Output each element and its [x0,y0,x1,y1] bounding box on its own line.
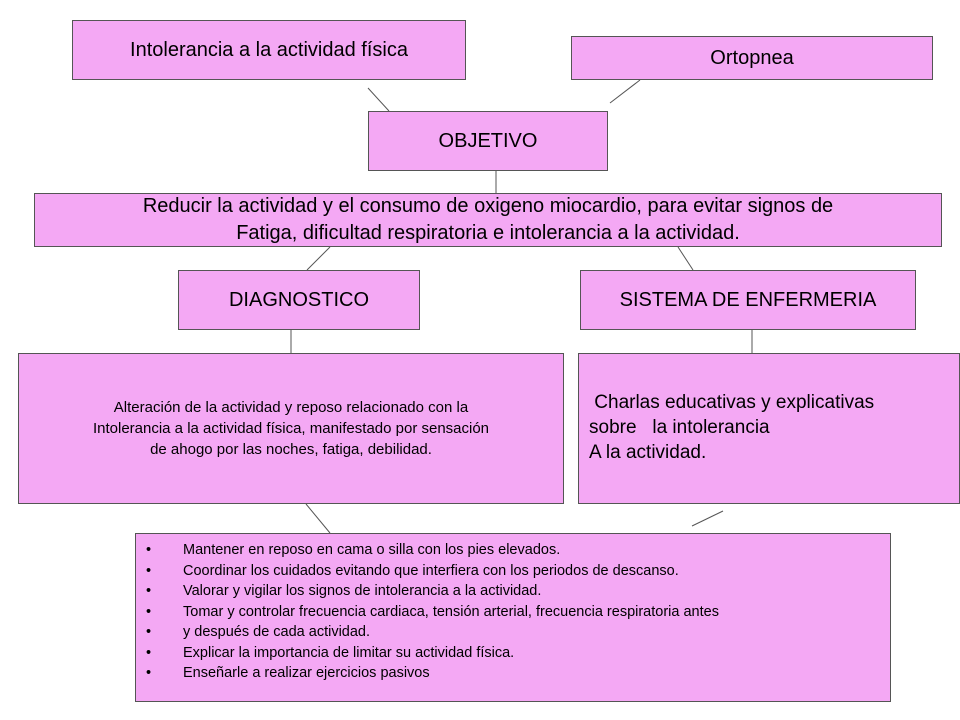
list-item: • Valorar y vigilar los signos de intoler… [136,581,719,602]
list-item-text: Explicar la importancia de limitar su ac… [183,644,515,661]
objetivo-label: OBJETIVO [438,129,538,152]
diagnostico-box: DIAGNOSTICO [178,270,420,330]
objetivo-text-box: Reducir la actividad y el consumo de oxi… [34,193,942,247]
intolerancia-label: Intolerancia a la actividad física [130,38,408,61]
diagnostico-text-box: Alteración de la actividad y reposo rela… [18,353,564,504]
sistema-text-line-1: Charlas educativas y explicativas [589,392,875,414]
bullet-icon: • [146,665,152,681]
bullet-icon: • [146,644,152,661]
connector-diagnostico-list [305,503,331,534]
bullet-icon: • [146,603,152,620]
list-item: • Explicar la importancia de limitar su a… [136,643,719,664]
diagnostico-text-line-2: Intolerancia a la actividad física, mani… [92,420,490,437]
connector-ortopnea-objetivo [609,79,641,104]
sistema-text-box: Charlas educativas y explicativas sobre … [578,353,960,504]
list-item: • Coordinar los cuidados evitando que int… [136,561,719,582]
connector-goal-diagnostico [306,246,331,271]
objetivo-box: OBJETIVO [368,111,608,171]
sistema-text-line-2: sobre la intolerancia [589,417,770,439]
connector-goal-sistema [677,246,694,271]
list-item-text: Tomar y controlar frecuencia cardiaca, t… [183,603,719,620]
interventions-box: • Mantener en reposo en cama o silla con … [135,533,891,702]
connector-intolerancia-objetivo [367,87,390,112]
sistema-text-line-3: A la actividad. [589,441,707,463]
sistema-label: SISTEMA DE ENFERMERIA [619,288,877,311]
list-item-text: y después de cada actividad. [183,624,371,640]
diagnostico-text-line-1: Alteración de la actividad y reposo rela… [113,399,469,416]
diagnostico-text-line-3: de ahogo por las noches, fatiga, debilid… [150,441,432,458]
interventions-list: • Mantener en reposo en cama o silla con … [136,540,719,684]
bullet-icon: • [146,542,152,558]
list-item: • Enseñarle a realizar ejercicios pasivos [136,663,719,684]
bullet-icon: • [146,624,152,640]
list-item: • y después de cada actividad. [136,622,719,643]
objetivo-text-line-2: Fatiga, dificultad respiratoria e intole… [236,222,740,244]
list-item-text: Valorar y vigilar los signos de intolera… [183,583,542,599]
connector-sistema-list [691,510,724,527]
objetivo-text-line-1: Reducir la actividad y el consumo de oxi… [142,195,834,217]
bullet-icon: • [146,583,152,599]
intolerancia-box: Intolerancia a la actividad física [72,20,466,80]
list-item: • Mantener en reposo en cama o silla con … [136,540,719,561]
list-item-text: Mantener en reposo en cama o silla con l… [183,542,561,558]
diagnostico-label: DIAGNOSTICO [228,288,369,311]
bullet-icon: • [146,562,152,579]
list-item: • Tomar y controlar frecuencia cardiaca, … [136,602,719,623]
list-item-text: Coordinar los cuidados evitando que inte… [183,562,679,579]
list-item-text: Enseñarle a realizar ejercicios pasivos [183,665,430,681]
ortopnea-label: Ortopnea [710,46,794,69]
ortopnea-box: Ortopnea [571,36,933,80]
sistema-box: SISTEMA DE ENFERMERIA [580,270,916,330]
